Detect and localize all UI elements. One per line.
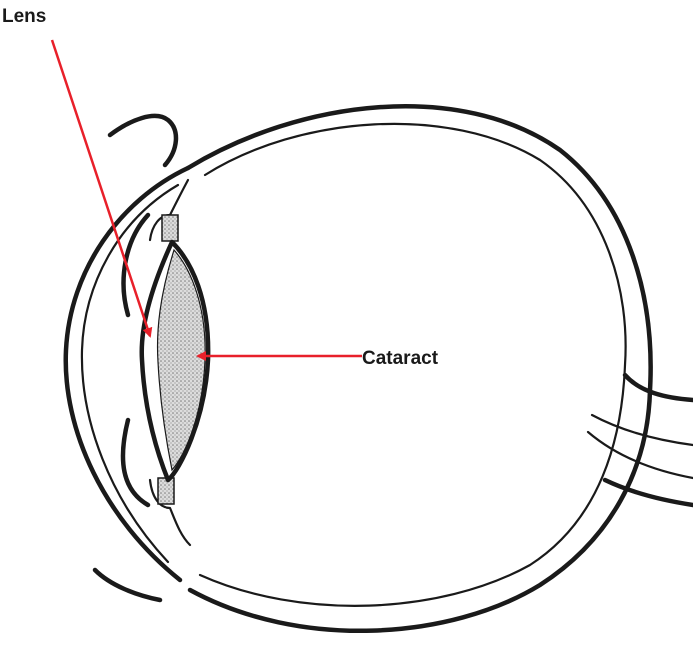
label-lens: Lens [2, 6, 46, 27]
label-cataract: Cataract [362, 348, 439, 369]
lower-eyelid [95, 570, 160, 600]
upper-eyelid [110, 116, 176, 165]
iris-lower [123, 420, 148, 505]
zonule-lower [158, 478, 174, 504]
zonule-upper [162, 215, 178, 241]
arrow-lens [52, 40, 150, 336]
optic-nerve-top [625, 375, 693, 400]
